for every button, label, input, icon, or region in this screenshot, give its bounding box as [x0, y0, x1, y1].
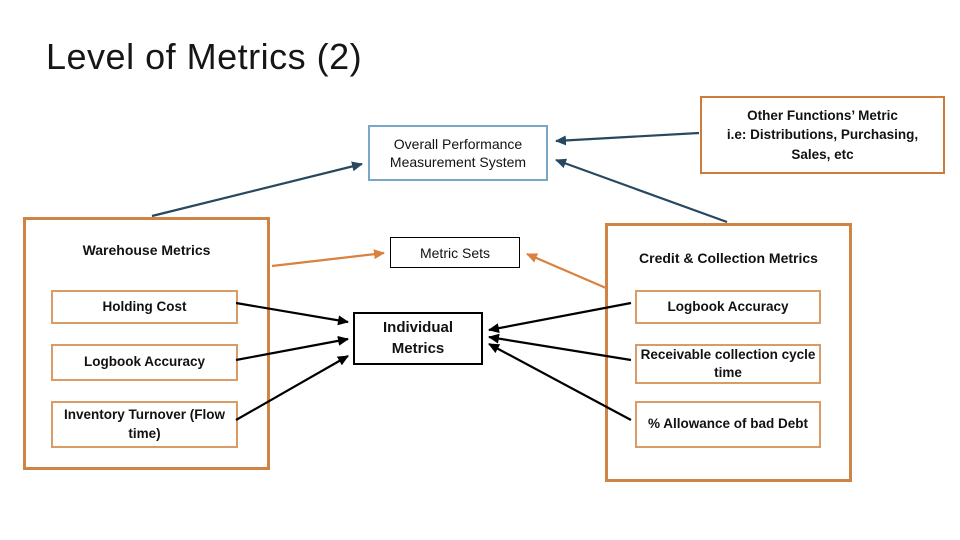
item-label: Inventory Turnover (Flow time): [63, 407, 225, 441]
item-holding-cost: Holding Cost: [51, 290, 238, 324]
item-label: Logbook Accuracy: [667, 298, 789, 314]
metric-sets-box: Metric Sets: [390, 237, 520, 268]
item-logbook-accuracy-warehouse: Logbook Accuracy: [51, 344, 238, 381]
warehouse-group-title: Warehouse Metrics: [82, 242, 211, 258]
credit-group-title: Credit & Collection Metrics: [639, 250, 818, 266]
other-functions-line: Sales, etc: [791, 146, 854, 162]
overall-performance-line: Overall Performance: [393, 135, 523, 152]
item-logbook-accuracy-credit: Logbook Accuracy: [635, 290, 821, 324]
warehouse-metrics-group: Warehouse Metrics Holding Cost Logbook A…: [23, 217, 270, 470]
item-receivable-cycle-time: Receivable collection cycle time: [635, 344, 821, 384]
overall-performance-line: Measurement System: [389, 154, 527, 170]
credit-collection-group: Credit & Collection Metrics Logbook Accu…: [605, 223, 852, 482]
arrow-otherfunctions-to-overall: [555, 131, 700, 146]
item-label: % Allowance of bad Debt: [647, 416, 809, 432]
slide-title: Level of Metrics (2): [46, 36, 363, 77]
other-functions-line: Other Functions’ Metric: [747, 107, 898, 123]
other-functions-box: Other Functions’ Metric i.e: Distributio…: [700, 96, 945, 174]
metric-sets-label: Metric Sets: [419, 244, 490, 261]
arrow-warehouse-to-overall: [151, 161, 363, 218]
item-label: Logbook Accuracy: [83, 354, 206, 370]
individual-metrics-line: Individual: [382, 319, 453, 337]
individual-metrics-box: Individual Metrics: [353, 312, 483, 365]
item-inventory-turnover: Inventory Turnover (Flow time): [51, 401, 238, 448]
arrow-credit-to-metricsets: [526, 252, 607, 290]
item-label: Receivable collection cycle time: [640, 346, 816, 380]
other-functions-line: i.e: Distributions, Purchasing,: [726, 127, 919, 143]
overall-performance-box: Overall Performance Measurement System: [368, 125, 548, 181]
arrow-warehouse-to-metricsets: [271, 249, 385, 268]
individual-metrics-line: Metrics: [391, 339, 445, 357]
item-label: Holding Cost: [102, 298, 187, 314]
item-allowance-bad-debt: % Allowance of bad Debt: [635, 401, 821, 448]
